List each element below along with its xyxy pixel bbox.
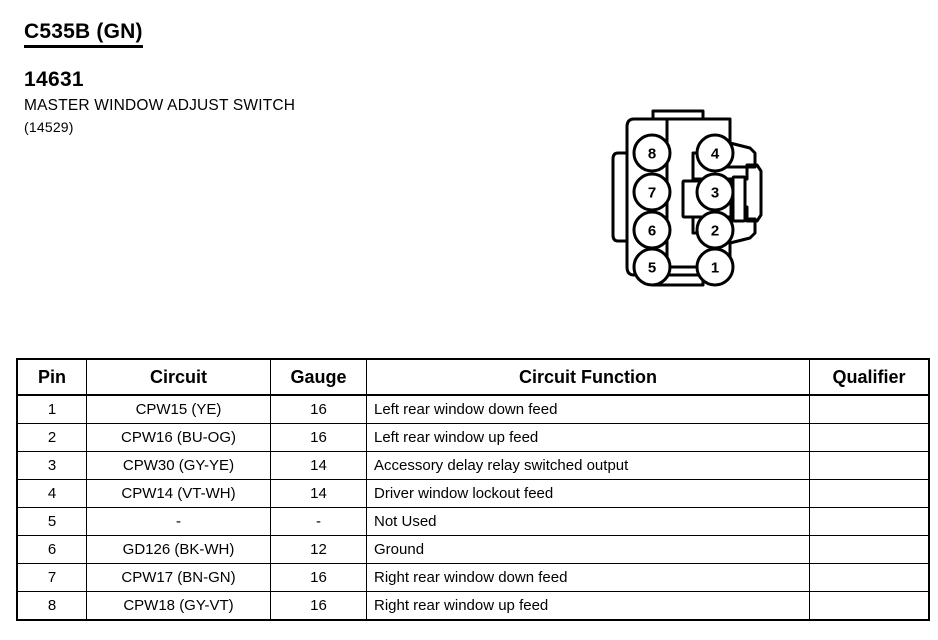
cell-function: Left rear window down feed <box>366 394 810 424</box>
pin-circle-1 <box>695 247 735 287</box>
cell-pin: 7 <box>16 563 87 592</box>
cell-qualifier <box>809 563 930 592</box>
component-alt-number: (14529) <box>24 119 74 136</box>
header-block: C535B (GN) 14631 MASTER WINDOW ADJUST SW… <box>24 20 584 136</box>
cell-gauge: 16 <box>270 394 367 424</box>
pin-circle-3 <box>695 172 735 212</box>
cell-circuit: GD126 (BK-WH) <box>86 535 271 564</box>
column-header-qualifier: Qualifier <box>809 358 930 396</box>
pin-label-2: 2 <box>711 223 719 240</box>
connector-id-title: C535B (GN) <box>24 20 143 48</box>
column-header-gauge: Gauge <box>270 358 367 396</box>
cell-qualifier <box>809 535 930 564</box>
table-header-row: Pin Circuit Gauge Circuit Function Quali… <box>16 358 930 396</box>
cell-pin: 2 <box>16 423 87 452</box>
cell-gauge: 16 <box>270 591 367 621</box>
column-header-pin: Pin <box>16 358 87 396</box>
column-header-circuit: Circuit <box>86 358 271 396</box>
cell-pin: 5 <box>16 507 87 536</box>
pin-label-3: 3 <box>711 185 719 202</box>
cell-qualifier <box>809 423 930 452</box>
cell-circuit: CPW18 (GY-VT) <box>86 591 271 621</box>
connector-left-rail <box>611 151 629 243</box>
cell-circuit: CPW16 (BU-OG) <box>86 423 271 452</box>
cell-function: Driver window lockout feed <box>366 479 810 508</box>
connector-housing-8-pin-icon: 8 7 6 5 4 3 2 1 <box>611 109 763 287</box>
cell-pin: 1 <box>16 394 87 424</box>
connector-latch-tab <box>731 175 747 223</box>
connector-top-foot <box>651 109 705 121</box>
cell-function: Left rear window up feed <box>366 423 810 452</box>
pin-label-7: 7 <box>648 185 656 202</box>
cell-circuit: CPW30 (GY-YE) <box>86 451 271 480</box>
pin-label-1: 1 <box>711 260 719 277</box>
connector-diagram: 8 7 6 5 4 3 2 1 <box>575 95 765 290</box>
cell-function: Not Used <box>366 507 810 536</box>
table-header: Pin Circuit Gauge Circuit Function Quali… <box>16 358 930 396</box>
table-row: 5--Not Used <box>16 507 930 536</box>
pin-circle-7 <box>632 172 672 212</box>
pin-circle-8 <box>632 133 672 173</box>
cell-function: Right rear window up feed <box>366 591 810 621</box>
pin-label-5: 5 <box>648 260 656 277</box>
cell-pin: 8 <box>16 591 87 621</box>
cell-gauge: 16 <box>270 563 367 592</box>
cell-gauge: - <box>270 507 367 536</box>
pinout-table: Pin Circuit Gauge Circuit Function Quali… <box>16 358 930 621</box>
pin-label-4: 4 <box>711 146 720 163</box>
cell-gauge: 12 <box>270 535 367 564</box>
column-header-function: Circuit Function <box>366 358 810 396</box>
pin-circle-5 <box>632 247 672 287</box>
pin-circle-4 <box>695 133 735 173</box>
cell-circuit: - <box>86 507 271 536</box>
cell-function: Right rear window down feed <box>366 563 810 592</box>
cell-gauge: 16 <box>270 423 367 452</box>
cell-circuit: CPW15 (YE) <box>86 394 271 424</box>
cell-function: Accessory delay relay switched output <box>366 451 810 480</box>
cell-circuit: CPW14 (VT-WH) <box>86 479 271 508</box>
cell-pin: 4 <box>16 479 87 508</box>
cell-pin: 3 <box>16 451 87 480</box>
part-number: 14631 <box>24 67 84 91</box>
cell-qualifier <box>809 507 930 536</box>
pin-label-6: 6 <box>648 223 656 240</box>
cell-gauge: 14 <box>270 451 367 480</box>
cell-qualifier <box>809 479 930 508</box>
cell-qualifier <box>809 451 930 480</box>
cell-qualifier <box>809 394 930 424</box>
cell-circuit: CPW17 (BN-GN) <box>86 563 271 592</box>
cell-pin: 6 <box>16 535 87 564</box>
component-name: MASTER WINDOW ADJUST SWITCH <box>24 96 296 114</box>
pin-label-8: 8 <box>648 146 656 163</box>
cell-qualifier <box>809 591 930 621</box>
cell-gauge: 14 <box>270 479 367 508</box>
pinout-table-container: Pin Circuit Gauge Circuit Function Quali… <box>16 358 930 621</box>
cell-function: Ground <box>366 535 810 564</box>
